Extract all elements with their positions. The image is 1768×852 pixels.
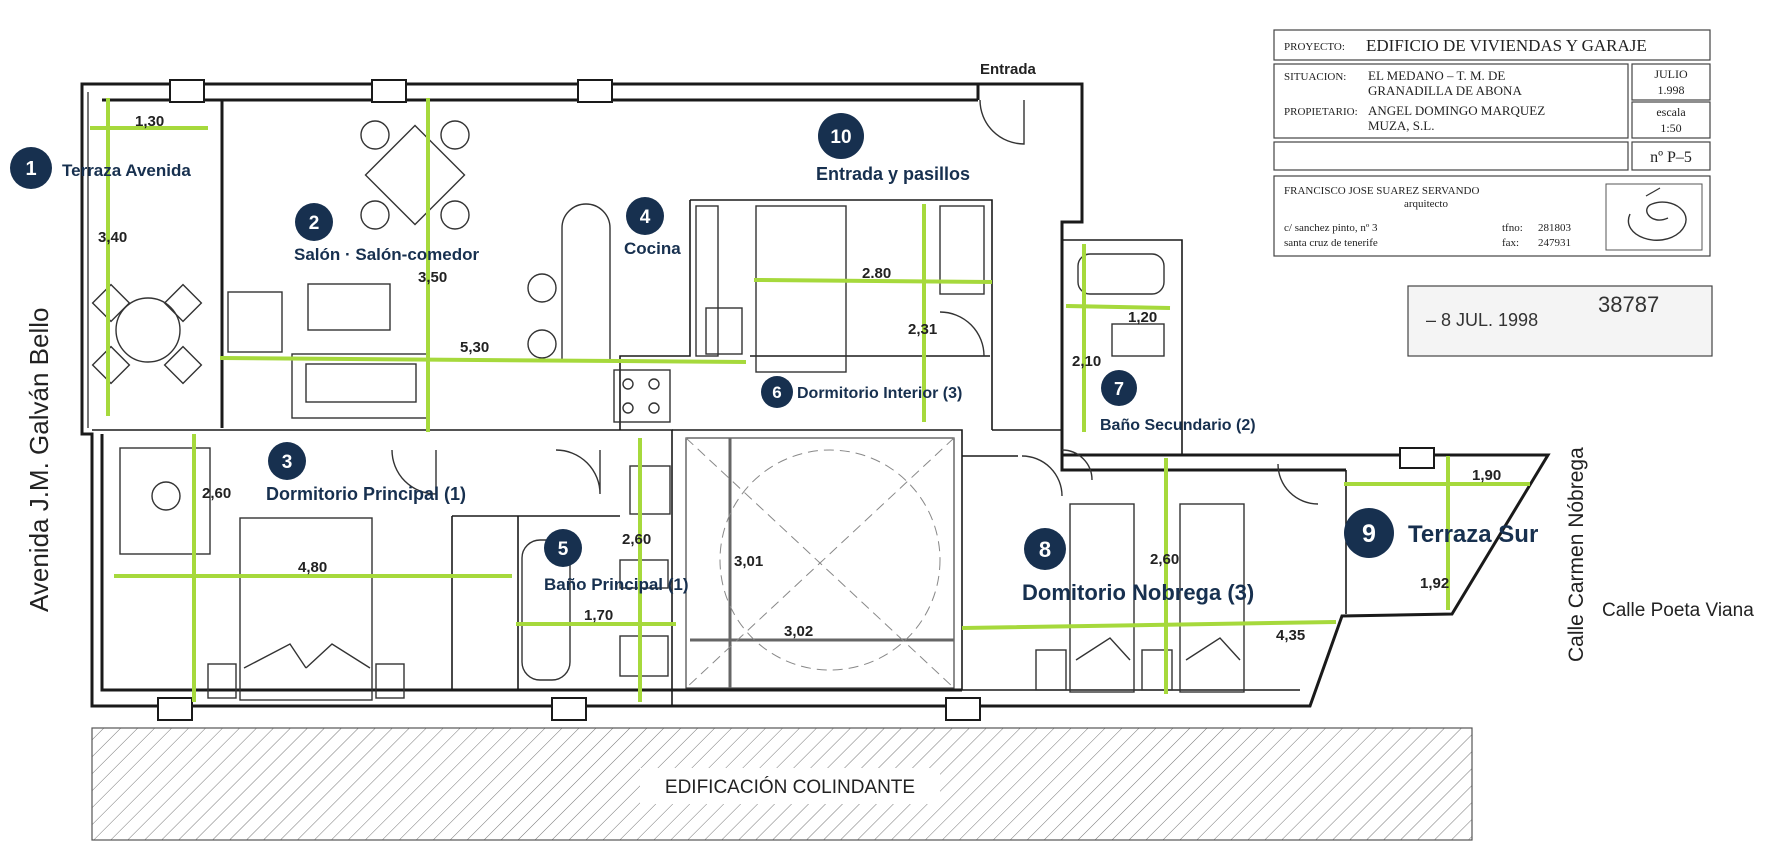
svg-text:Salón · Salón-comedor: Salón · Salón-comedor <box>294 245 480 264</box>
dim-bano5-h: 2,60 <box>622 531 651 548</box>
room-2-label: 2 Salón · Salón-comedor <box>294 203 480 264</box>
svg-text:PROPIETARIO:: PROPIETARIO: <box>1284 106 1358 118</box>
svg-text:escala: escala <box>1656 105 1686 119</box>
dimension-labels: 1,30 3,40 3,50 5,30 2.80 2,31 1,20 2,10 … <box>98 113 1501 644</box>
svg-text:Entrada y pasillos: Entrada y pasillos <box>816 164 970 184</box>
street-west-label: Avenida J.M. Galván Bello <box>24 308 54 612</box>
room-4-label: 4 Cocina <box>624 197 681 258</box>
dim-salon-w: 5,30 <box>460 339 489 356</box>
svg-text:1:50: 1:50 <box>1660 121 1681 135</box>
street-east2-label: Calle Poeta Viana <box>1602 600 1754 621</box>
room-labels: 1 Terraza Avenida 2 Salón · Salón-comedo… <box>10 113 1538 605</box>
svg-text:6: 6 <box>772 383 781 402</box>
svg-text:nº P–5: nº P–5 <box>1650 149 1692 166</box>
svg-text:Cocina: Cocina <box>624 239 681 258</box>
svg-text:10: 10 <box>830 127 851 148</box>
dim-terraza-h: 3,40 <box>98 229 127 246</box>
dim-dorm8-w: 4,35 <box>1276 627 1305 644</box>
svg-text:Domitorio Nobrega (3): Domitorio Nobrega (3) <box>1022 580 1254 605</box>
svg-text:247931: 247931 <box>1538 237 1571 249</box>
room-5-label: 5 Baño Principal (1) <box>544 529 689 594</box>
svg-text:5: 5 <box>558 539 569 560</box>
svg-text:Baño Principal (1): Baño Principal (1) <box>544 575 689 594</box>
dim-bano5-w: 1,70 <box>584 607 613 624</box>
svg-text:santa cruz de tenerife: santa cruz de tenerife <box>1284 237 1378 249</box>
title-block: PROYECTO: EDIFICIO DE VIVIENDAS Y GARAJE… <box>1273 29 1711 257</box>
svg-text:ANGEL DOMINGO MARQUEZ: ANGEL DOMINGO MARQUEZ <box>1368 103 1545 118</box>
svg-text:tfno:: tfno: <box>1502 222 1523 234</box>
svg-text:Dormitorio Interior (3): Dormitorio Interior (3) <box>797 385 962 402</box>
svg-text:SITUACION:: SITUACION: <box>1284 71 1346 83</box>
dim-salon-h: 3,50 <box>418 269 447 286</box>
room-10-label: 10 Entrada y pasillos <box>816 113 970 184</box>
entrance-label: Entrada <box>980 61 1037 78</box>
svg-text:1: 1 <box>25 158 36 180</box>
dim-patio-h: 3,01 <box>734 553 763 570</box>
svg-text:9: 9 <box>1362 520 1376 548</box>
furniture <box>91 120 1245 701</box>
svg-text:GRANADILLA DE ABONA: GRANADILLA DE ABONA <box>1368 83 1522 98</box>
svg-text:3: 3 <box>282 452 293 473</box>
svg-text:Baño Secundario (2): Baño Secundario (2) <box>1100 417 1256 434</box>
svg-text:8: 8 <box>1039 537 1051 562</box>
svg-text:Terraza Avenida: Terraza Avenida <box>62 161 191 180</box>
adjoining-building: EDIFICACIÓN COLINDANTE <box>91 727 1473 841</box>
svg-text:7: 7 <box>1114 379 1124 399</box>
stamp-number: 38787 <box>1598 292 1659 317</box>
svg-text:EL MEDANO – T. M. DE: EL MEDANO – T. M. DE <box>1368 68 1505 83</box>
dim-bano7-w: 1,20 <box>1128 309 1157 326</box>
room-6-label: 6 Dormitorio Interior (3) <box>761 376 962 408</box>
dim-patio-w: 3,02 <box>784 623 813 640</box>
dim-dorm1-w: 4,80 <box>298 559 327 576</box>
svg-text:JULIO: JULIO <box>1654 67 1688 81</box>
svg-text:MUZA, S.L.: MUZA, S.L. <box>1368 118 1434 133</box>
svg-text:281803: 281803 <box>1538 222 1572 234</box>
svg-text:c/ sanchez pinto, nº 3: c/ sanchez pinto, nº 3 <box>1284 222 1378 234</box>
svg-text:1.998: 1.998 <box>1658 83 1685 97</box>
dim-terraza-w: 1,30 <box>135 113 164 130</box>
adjoining-building-label: EDIFICACIÓN COLINDANTE <box>665 776 915 798</box>
dim-terraza9-w: 1,90 <box>1472 467 1501 484</box>
dim-dorm1-h: 2,60 <box>202 485 231 502</box>
svg-text:EDIFICIO DE VIVIENDAS Y GARAJE: EDIFICIO DE VIVIENDAS Y GARAJE <box>1366 36 1647 55</box>
svg-text:FRANCISCO JOSE SUAREZ SERVANDO: FRANCISCO JOSE SUAREZ SERVANDO <box>1284 185 1479 197</box>
dim-dorm8-h: 2,60 <box>1150 551 1179 568</box>
room-9-label: 9 Terraza Sur <box>1344 508 1538 558</box>
street-labels: Avenida J.M. Galván Bello Calle Carmen N… <box>24 61 1754 662</box>
svg-text:PROYECTO:: PROYECTO: <box>1284 41 1345 53</box>
doors <box>391 99 1319 505</box>
svg-text:2: 2 <box>309 213 320 234</box>
svg-text:Terraza Sur: Terraza Sur <box>1408 521 1538 548</box>
architect-signature <box>1605 183 1703 251</box>
dim-terraza9-h: 1,92 <box>1420 575 1449 592</box>
stamp-date: – 8 JUL. 1998 <box>1426 310 1538 330</box>
street-east-label: Calle Carmen Nóbrega <box>1565 447 1588 662</box>
exterior-walls <box>80 79 1551 721</box>
svg-text:fax:: fax: <box>1502 237 1519 249</box>
room-7-label: 7 Baño Secundario (2) <box>1100 370 1256 434</box>
room-1-label: 1 Terraza Avenida <box>10 147 191 189</box>
measurement-lines <box>90 98 1530 702</box>
svg-text:arquitecto: arquitecto <box>1404 198 1448 210</box>
svg-text:Dormitorio Principal (1): Dormitorio Principal (1) <box>266 484 466 504</box>
svg-text:4: 4 <box>640 207 651 228</box>
dim-dorm6-h: 2,31 <box>908 321 937 338</box>
dim-bano7-h: 2,10 <box>1072 353 1101 370</box>
registration-stamp: – 8 JUL. 1998 38787 <box>1407 285 1713 357</box>
dim-dorm6-w: 2.80 <box>862 265 891 282</box>
room-8-label: 8 Domitorio Nobrega (3) <box>1022 528 1254 605</box>
room-3-label: 3 Dormitorio Principal (1) <box>266 442 466 504</box>
